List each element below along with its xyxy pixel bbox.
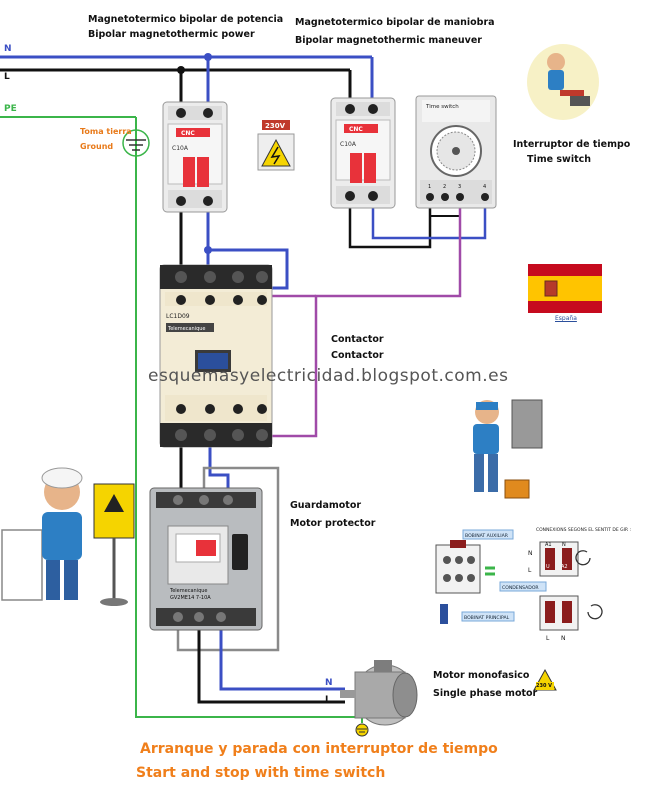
- protector-label-en: Motor protector: [290, 518, 376, 529]
- inset-n-bottom: N: [561, 635, 566, 642]
- mcb-power-label-en: Bipolar magnetothermic power: [88, 29, 255, 40]
- timer-terminal: 1: [428, 184, 431, 190]
- timer-terminal: 4: [483, 184, 486, 190]
- mcb-power-rating: C10A: [172, 145, 189, 152]
- contactor-label-es: Contactor: [331, 334, 384, 345]
- mcb-control-brand: CNC: [349, 126, 363, 133]
- control-to-timer-l: [348, 200, 432, 249]
- contactor-label-en: Contactor: [331, 350, 384, 361]
- neutral-line-label: N: [4, 44, 12, 54]
- ground-label-es: Toma tierra: [80, 127, 132, 136]
- voltage-badge: 230V: [265, 122, 286, 130]
- motor-ground-icon: [355, 723, 369, 737]
- timer-label-en: Time switch: [527, 154, 592, 165]
- mcb-power-brand: CNC: [181, 130, 195, 137]
- connections-title: CONNEXIONS SEGONS EL SENTIT DE GIR :: [536, 527, 631, 533]
- protector-to-motor-n: [219, 630, 345, 691]
- mcb-control: CNC C10A: [330, 97, 396, 209]
- terminal-n: N: [562, 542, 566, 548]
- capacitor-label: CONDENSADOR: [502, 585, 539, 591]
- mcb-power-label-es: Magnetotermico bipolar de potencia: [88, 14, 284, 25]
- mcb-power: CNC C10A: [162, 101, 228, 213]
- inset-l-label: L: [528, 567, 532, 574]
- contactor-model: LC1D09: [166, 313, 190, 320]
- mcb-control-label-en: Bipolar magnetothermic maneuver: [295, 35, 482, 46]
- single-phase-motor: [340, 660, 418, 726]
- small-voltage-warning-icon: [533, 668, 557, 691]
- motor-protector: Telemecanique GV2ME14 7-10A: [149, 487, 263, 631]
- flag-caption: España: [555, 315, 577, 322]
- protector-to-motor-l: [197, 630, 345, 704]
- worker-illustration-top: [527, 44, 599, 120]
- ground-symbol: [122, 129, 150, 157]
- protector-brand: Telemecanique: [169, 588, 207, 594]
- earth-line-label: PE: [4, 104, 17, 114]
- timer-label-es: Interruptor de tiempo: [513, 139, 631, 150]
- contactor: LC1D09 Telemecanique: [159, 264, 273, 448]
- motor-label-en: Single phase motor: [433, 688, 538, 699]
- motor-label-es: Motor monofasico: [433, 670, 530, 681]
- small-voltage-label: 230 V: [536, 683, 553, 689]
- terminal-a2: A2: [561, 564, 568, 570]
- inset-n-label: N: [528, 550, 533, 557]
- contactor-bridge-n: [208, 248, 289, 290]
- timer-terminal: 3: [458, 184, 461, 190]
- mcb-control-label-es: Magnetotermico bipolar de maniobra: [295, 17, 495, 28]
- voltage-warning-icon: 230V: [257, 120, 295, 171]
- title-es: Arranque y parada con interruptor de tie…: [140, 741, 498, 757]
- protector-model: GV2ME14 7-10A: [170, 595, 211, 601]
- protector-bridge: [176, 466, 280, 652]
- earth-wire: [135, 117, 363, 723]
- terminal-a1: A1: [545, 542, 552, 548]
- live-line-label: L: [4, 72, 10, 82]
- worker-with-sign: [1, 467, 135, 606]
- motor-l-label: L: [325, 695, 331, 705]
- contactor-to-protector-n: [208, 445, 230, 492]
- timer-device-title: Time switch: [425, 104, 459, 110]
- motor-n-label: N: [325, 678, 333, 688]
- watermark: esquemasyelectricidad.blogspot.com.es: [148, 366, 509, 386]
- spain-flag: [528, 264, 602, 313]
- motor-wiring-inset: BOBINAT AUXILIAR BOBINAT PRINCIPAL CONDE…: [435, 527, 631, 642]
- protector-label-es: Guardamotor: [290, 500, 362, 511]
- aux-coil-label: BOBINAT AUXILIAR: [465, 533, 509, 539]
- mcb-control-rating: C10A: [340, 141, 357, 148]
- terminal-u: U: [546, 564, 550, 570]
- control-to-timer-n: [371, 200, 487, 240]
- time-switch: Time switch 1 2 3 4: [415, 95, 497, 209]
- ground-label-en: Ground: [80, 142, 114, 151]
- timer-terminal: 2: [443, 184, 446, 190]
- electrician-illustration: [473, 399, 543, 499]
- main-coil-label: BOBINAT PRINCIPAL: [464, 615, 510, 621]
- inset-l-bottom: L: [546, 635, 550, 642]
- title-en: Start and stop with time switch: [136, 765, 386, 781]
- contactor-brand: Telemecanique: [167, 326, 205, 332]
